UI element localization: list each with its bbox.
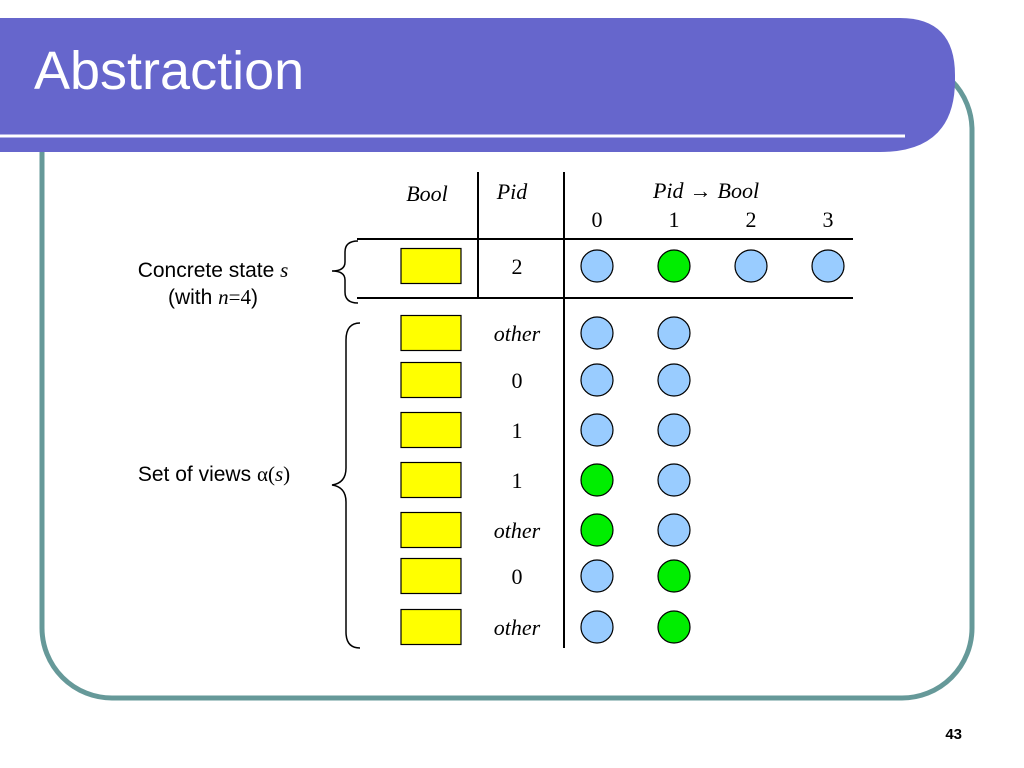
header-pid: Pid — [496, 179, 529, 204]
view-row: 0 — [400, 557, 691, 595]
bool-box — [400, 247, 462, 285]
pid-value: 1 — [512, 468, 523, 493]
page-number: 43 — [945, 726, 962, 743]
bool-box — [400, 511, 462, 549]
pid-bool-circle — [580, 363, 614, 397]
slide-title: Abstraction — [34, 41, 305, 101]
pid-bool-circle — [580, 413, 614, 447]
views-var: s — [274, 462, 284, 486]
content-frame — [39, 57, 975, 701]
pid-value: other — [494, 321, 541, 346]
header-map-arrow: → — [690, 178, 712, 203]
pid-bool-circle — [657, 363, 691, 397]
pid-value: 2 — [512, 254, 523, 279]
view-row: other — [400, 314, 691, 352]
bool-box — [400, 461, 462, 499]
pid-bool-circle — [580, 559, 614, 593]
pid-bool-circle — [580, 249, 614, 283]
views-text: Set of views — [137, 463, 257, 486]
pid-bool-circle — [734, 249, 768, 283]
bool-box — [400, 557, 462, 595]
pid-value: other — [494, 615, 541, 640]
concrete-state-eq: =4 — [228, 285, 252, 309]
concrete-state-brace — [331, 240, 359, 304]
title-bar — [0, 18, 955, 152]
view-row: 1 — [400, 461, 691, 499]
concrete-state-with: (with — [167, 286, 219, 309]
pid-index-label: 0 — [592, 207, 603, 232]
pid-index-label: 3 — [823, 207, 834, 232]
concrete-state-n: n — [218, 285, 229, 309]
pid-value: 0 — [512, 564, 523, 589]
view-row: other — [400, 511, 691, 549]
bool-box — [400, 314, 462, 352]
concrete-state-row: 2 — [400, 247, 845, 285]
view-row: other — [400, 608, 691, 646]
pid-bool-circle — [657, 316, 691, 350]
concrete-state-var: s — [280, 258, 289, 282]
pid-bool-circle — [657, 513, 691, 547]
view-row: 0 — [400, 361, 691, 399]
pid-index-row: 0 1 2 3 — [592, 207, 834, 232]
pid-bool-circle — [580, 513, 614, 547]
header-map-left: Pid — [652, 178, 685, 203]
pid-bool-circle — [657, 249, 691, 283]
concrete-state-text: Concrete state — [137, 259, 281, 282]
pid-bool-circle — [811, 249, 845, 283]
header-bool: Bool — [406, 181, 448, 206]
concrete-state-close: ) — [251, 286, 259, 309]
views-label: Set of views α(s) — [104, 462, 324, 487]
header-map: Pid→Bool — [652, 178, 759, 203]
view-row: 1 — [400, 411, 691, 449]
concrete-state-line1: Concrete state s — [108, 258, 318, 283]
views-brace — [331, 322, 361, 649]
pid-index-label: 1 — [669, 207, 680, 232]
bool-box — [400, 608, 462, 646]
pid-value: other — [494, 518, 541, 543]
pid-bool-circle — [657, 610, 691, 644]
pid-bool-circle — [657, 463, 691, 497]
concrete-state-label: Concrete state s (with n=4) — [108, 258, 318, 310]
views-close: ) — [283, 462, 291, 486]
bool-box — [400, 411, 462, 449]
pid-bool-circle — [580, 316, 614, 350]
views-alpha: α( — [256, 462, 275, 486]
header-map-right: Bool — [718, 178, 760, 203]
pid-value: 1 — [512, 418, 523, 443]
pid-bool-circle — [657, 559, 691, 593]
pid-bool-circle — [657, 413, 691, 447]
pid-value: 0 — [512, 368, 523, 393]
pid-bool-circle — [580, 463, 614, 497]
pid-bool-circle — [580, 610, 614, 644]
pid-index-label: 2 — [746, 207, 757, 232]
table-rows: 2 other 0 1 1 other 0 other — [400, 247, 845, 646]
concrete-state-line2: (with n=4) — [108, 285, 318, 310]
bool-box — [400, 361, 462, 399]
